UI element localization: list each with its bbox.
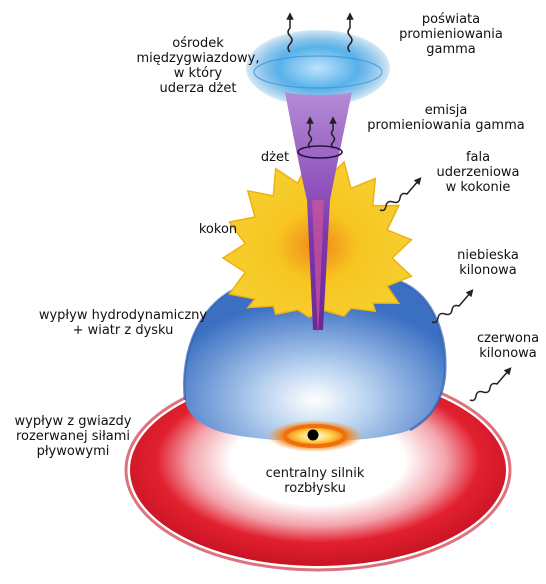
label-cocoon-shock: fala uderzeniowa w kokonie — [428, 150, 528, 195]
label-interstellar-medium: ośrodek międzygwiazdowy, w który uderza … — [118, 36, 278, 96]
black-hole-icon — [308, 430, 319, 441]
label-jet: dżet — [255, 150, 295, 165]
central-engine — [267, 420, 363, 452]
wavy-arrow-icon — [432, 292, 471, 323]
wavy-arrow-icon — [380, 180, 419, 211]
label-tidal-outflow: wypływ z gwiazdy rozerwanej siłami pływo… — [8, 414, 138, 459]
label-central-engine: centralny silnik rozbłysku — [250, 466, 380, 496]
wavy-arrow-icon — [470, 370, 509, 401]
label-red-kilonova: czerwona kilonowa — [468, 331, 546, 361]
label-cocoon: kokon — [190, 222, 246, 237]
label-gamma-emission: emisja promieniowania gamma — [356, 103, 536, 133]
label-hydro-outflow: wypływ hydrodynamiczny + wiatr z dysku — [28, 308, 218, 338]
label-gamma-afterglow: poświata promieniowania gamma — [386, 12, 516, 57]
label-blue-kilonova: niebieska kilonowa — [438, 248, 538, 278]
